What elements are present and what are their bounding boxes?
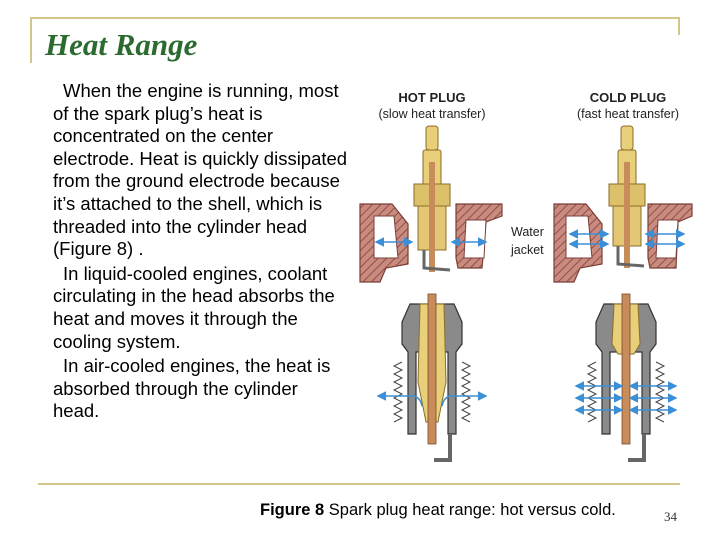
- hot-plug-title: HOT PLUG: [398, 90, 465, 105]
- paragraph-air-cooled: In air-cooled engines, the heat is absor…: [53, 355, 331, 422]
- jacket-label: jacket: [510, 243, 544, 257]
- paragraph-engine-running: When the engine is running, most of the …: [53, 80, 348, 260]
- hot-plug-subtitle: (slow heat transfer): [379, 107, 486, 121]
- slide-frame-left: [30, 17, 32, 63]
- page-number: 34: [664, 509, 677, 524]
- water-label: Water: [511, 225, 544, 239]
- paragraph-liquid-cooled: In liquid-cooled engines, coolant circul…: [53, 262, 335, 352]
- cold-plug-installed: [553, 125, 693, 283]
- hot-plug-installed: [359, 125, 503, 283]
- cold-plug-cross-section: [574, 293, 678, 462]
- cold-plug-title: COLD PLUG: [590, 90, 667, 105]
- cold-plug-subtitle: (fast heat transfer): [577, 107, 679, 121]
- caption-label: Figure 8: [260, 501, 325, 519]
- body-text: When the engine is running, most of the …: [53, 80, 348, 425]
- hot-plug-cross-section: [376, 293, 488, 462]
- slide-title: Heat Range: [45, 27, 198, 62]
- spark-plug-figure: HOT PLUG (slow heat transfer) COLD PLUG …: [359, 90, 693, 462]
- slide-frame-right: [678, 17, 680, 35]
- figure-caption: Figure 8 Spark plug heat range: hot vers…: [260, 501, 616, 520]
- slide-frame-top: [30, 17, 678, 19]
- slide-frame-bottom: [38, 483, 680, 485]
- caption-text: Spark plug heat range: hot versus cold.: [324, 501, 616, 519]
